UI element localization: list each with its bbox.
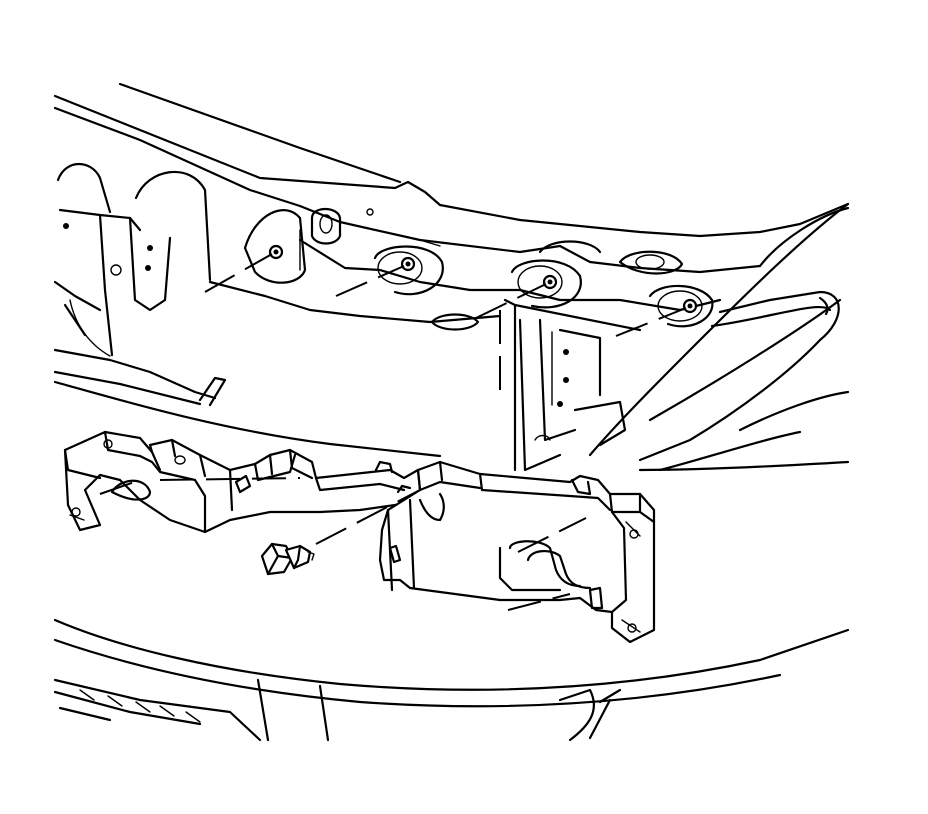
radiator-support-upper bbox=[53, 82, 850, 324]
front-fascia bbox=[53, 380, 850, 742]
headlamp-assembly bbox=[588, 202, 850, 472]
left-duct-openings bbox=[53, 163, 227, 407]
module-bracket-right bbox=[378, 460, 656, 644]
lower-bracket-left bbox=[63, 430, 432, 534]
center-support-bracket bbox=[503, 298, 642, 472]
fastener-bolt bbox=[260, 542, 315, 576]
alignment-lines-lower bbox=[99, 477, 587, 611]
tie-bar-bolt-holes bbox=[243, 207, 714, 331]
alignment-lines-upper bbox=[204, 253, 687, 400]
